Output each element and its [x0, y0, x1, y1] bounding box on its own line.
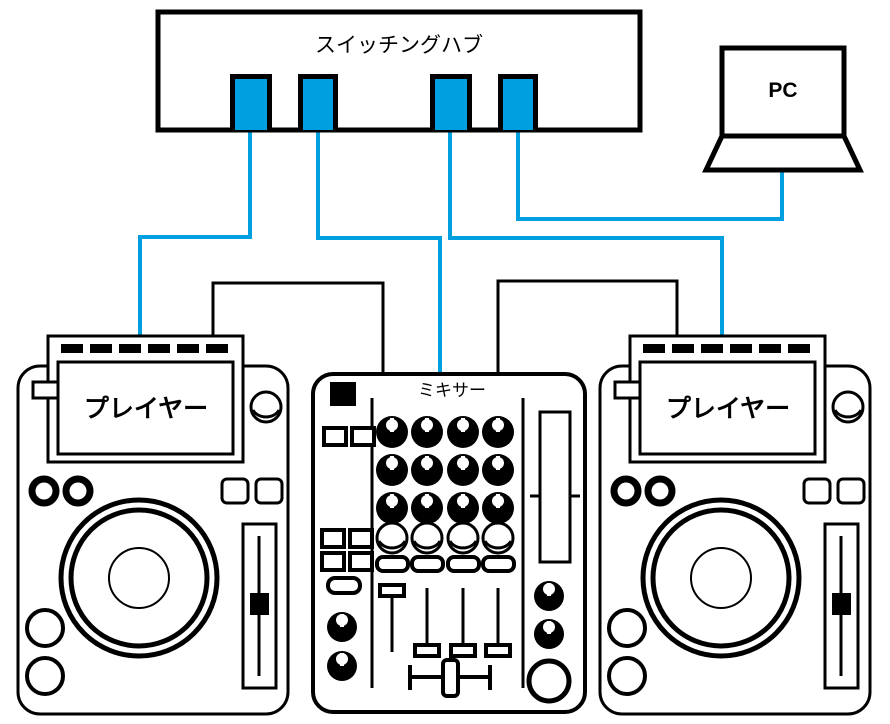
player-right-reverse-button[interactable]: [607, 656, 647, 696]
mixer-knob-r3c1[interactable]: [376, 492, 408, 524]
mixer-left-button-grid[interactable]: [320, 528, 374, 572]
network-cables: [138, 128, 784, 378]
hub-port-2[interactable]: [298, 74, 338, 130]
switching-hub[interactable]: スイッチングハブ: [155, 9, 643, 133]
dj-player-left[interactable]: プレイヤー: [16, 334, 290, 716]
mixer-knob-r4c4[interactable]: [481, 521, 515, 555]
player-right-cue-button[interactable]: [610, 475, 642, 507]
cable-mixer-to-player-left: [211, 281, 385, 380]
mixer-knob-r2c3[interactable]: [447, 454, 479, 486]
mixer-knob-matrix[interactable]: [375, 416, 515, 555]
mixer-channel-fader-4[interactable]: [484, 588, 512, 658]
player-left-reverse-button[interactable]: [25, 656, 65, 696]
mixer-knob-r1c4[interactable]: [482, 416, 514, 448]
mixer-knob-r1c1[interactable]: [376, 416, 408, 448]
player-left-rotary-knob[interactable]: [249, 390, 283, 424]
mixer-knob-r3c4[interactable]: [482, 492, 514, 524]
pc-laptop[interactable]: PC: [702, 45, 864, 173]
player-left-pad-2[interactable]: [254, 477, 284, 505]
mixer-knob-r2c2[interactable]: [411, 454, 443, 486]
player-right-indicator: [613, 380, 642, 400]
mixer-master-meter: [530, 410, 580, 564]
player-left-cue-button[interactable]: [28, 475, 60, 507]
player-right-pad-2[interactable]: [836, 477, 866, 505]
pc-label: PC: [768, 79, 797, 102]
audio-cables: [211, 279, 679, 380]
mixer-knob-r2c1[interactable]: [376, 454, 408, 486]
hub-port-1[interactable]: [230, 74, 272, 130]
mixer-knob-r2c4[interactable]: [482, 454, 514, 486]
player-right-jog-wheel[interactable]: [640, 497, 802, 659]
cable-hub-port3-to-player-right: [448, 128, 724, 345]
player-right-top-buttons[interactable]: [643, 344, 810, 353]
mixer-master-knob-1[interactable]: [534, 581, 564, 611]
player-right-loop-button[interactable]: [607, 608, 647, 648]
mixer-knob-r4c3[interactable]: [446, 521, 480, 555]
mixer-knob-r3c2[interactable]: [411, 492, 443, 524]
mixer-power-indicator: [330, 382, 356, 406]
mixer-crossfader[interactable]: [408, 658, 492, 698]
player-right-play-button[interactable]: [644, 475, 676, 507]
mixer-left-knob-2[interactable]: [327, 651, 357, 681]
hub-port-3[interactable]: [430, 74, 472, 130]
switching-hub-label: スイッチングハブ: [315, 34, 483, 57]
hub-port-4[interactable]: [498, 74, 538, 130]
cable-mixer-to-player-right: [496, 279, 679, 380]
mixer-master-knob-2[interactable]: [534, 619, 564, 649]
mixer-left-knob-1[interactable]: [327, 612, 357, 642]
player-left-indicator: [31, 380, 60, 400]
player-right-screen: [638, 360, 817, 456]
mixer-knob-r4c2[interactable]: [410, 521, 444, 555]
player-right-pad-1[interactable]: [802, 477, 832, 505]
player-right-rotary-knob[interactable]: [831, 390, 865, 424]
dj-player-right[interactable]: プレイヤー: [598, 334, 872, 716]
mixer-left-slot-button[interactable]: [326, 576, 362, 595]
mixer-channel-fader-1[interactable]: [378, 583, 406, 652]
mixer-channel-fader-3[interactable]: [449, 588, 477, 658]
cable-hub-port2-to-mixer: [316, 128, 442, 378]
mixer-knob-r1c3[interactable]: [447, 416, 479, 448]
mixer-left-button-pair[interactable]: [322, 426, 376, 447]
cable-hub-port1-to-player-left: [138, 128, 252, 345]
player-left-pitch-fader[interactable]: [241, 522, 278, 690]
mixer-channel-fader-2[interactable]: [413, 588, 441, 658]
mixer-label: ミキサー: [418, 381, 486, 400]
player-left-play-button[interactable]: [62, 475, 94, 507]
player-right-label: プレイヤー: [666, 395, 790, 423]
player-left-pad-1[interactable]: [220, 477, 250, 505]
mixer-knob-r3c3[interactable]: [447, 492, 479, 524]
cable-hub-port4-to-pc: [516, 128, 784, 221]
mixer-knob-r1c2[interactable]: [411, 416, 443, 448]
mixer-knob-r4c1[interactable]: [375, 521, 409, 555]
mixer-headphone-jack[interactable]: [526, 658, 572, 704]
player-left-label: プレイヤー: [84, 395, 208, 423]
player-left-loop-button[interactable]: [25, 608, 65, 648]
player-left-jog-wheel[interactable]: [58, 497, 220, 659]
player-left-top-buttons[interactable]: [61, 344, 228, 353]
player-left-screen: [56, 360, 235, 456]
dj-mixer[interactable]: ミキサー: [311, 372, 587, 714]
player-right-pitch-fader[interactable]: [823, 522, 860, 690]
mixer-cue-buttons[interactable]: [375, 555, 516, 573]
